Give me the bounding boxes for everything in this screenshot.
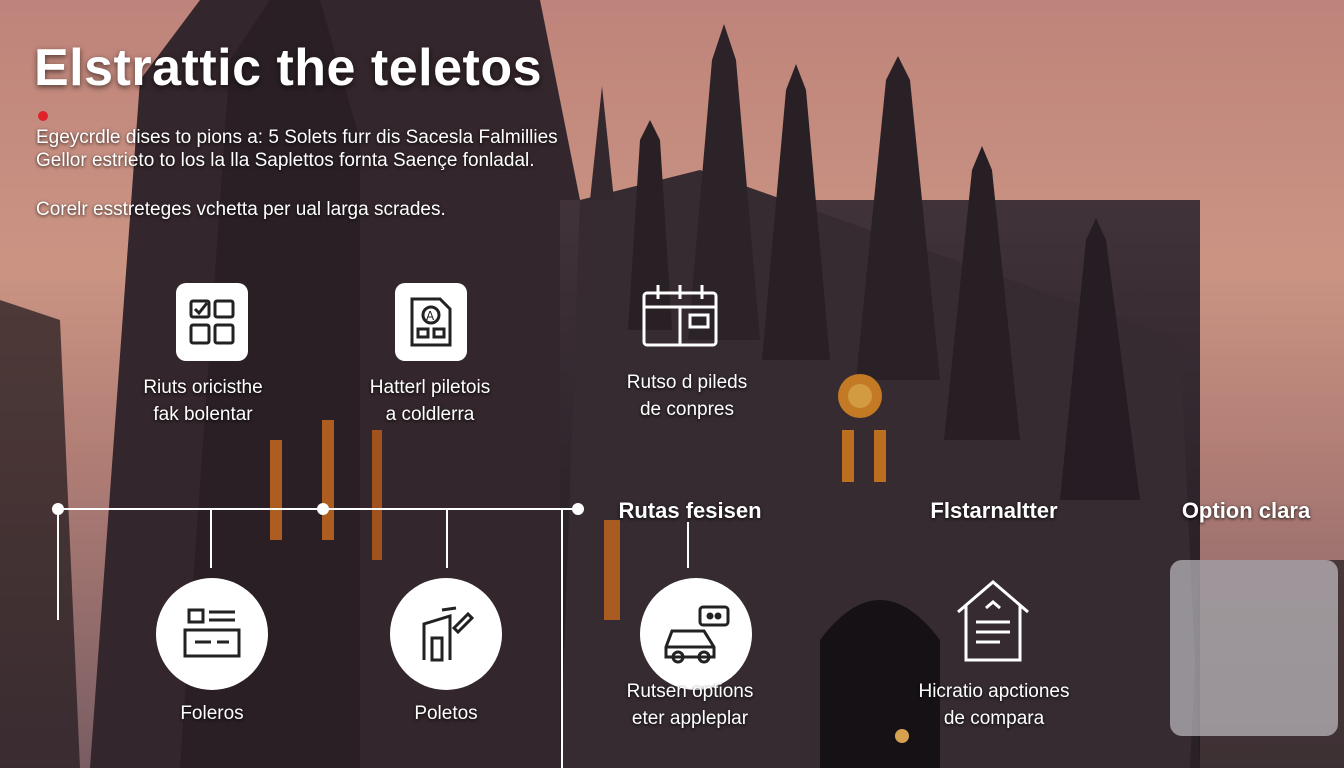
bottom-label-4: Hicratio apctiones de compara <box>918 678 1069 732</box>
subtitle-line-1: Egeycrdle dises to pions a: 5 Solets fur… <box>36 127 558 148</box>
document-a-icon[interactable]: A <box>395 283 467 361</box>
house-document-icon[interactable] <box>954 576 1032 664</box>
subtitle-line-2: Gellor estrieto to los la lla Saplettos … <box>36 150 535 171</box>
feature-label-1-line1: Riuts oricisthe <box>143 377 263 398</box>
heading-flstarnaltter: Flstarnaltter <box>930 498 1058 523</box>
svg-text:A: A <box>426 309 435 323</box>
heading-rutas: Rutas fesisen <box>618 498 762 523</box>
bottom-label-2: Poletos <box>414 700 477 727</box>
bottom-label-3-line2: eter appleplar <box>631 708 749 729</box>
feature-label-3: Rutso d pileds de conpres <box>627 369 747 423</box>
option-clara-card[interactable] <box>1170 560 1338 736</box>
bottom-label-1: Foleros <box>180 700 243 727</box>
calendar-icon[interactable] <box>640 283 720 349</box>
bottom-label-3: Rutsen options eter appleplar <box>627 678 754 732</box>
feature-label-1: Riuts oricisthe fak bolentar <box>143 374 262 428</box>
bottom-label-2-line1: Poletos <box>414 703 478 724</box>
feature-label-2-line1: Hatterl piletois <box>369 377 491 398</box>
bottom-label-4-line1: Hicratio apctiones <box>918 681 1070 702</box>
tray-list-icon[interactable] <box>156 578 268 690</box>
bottom-label-3-line1: Rutsen options <box>626 681 754 702</box>
heading-option-clara: Option clara <box>1181 498 1311 523</box>
bottom-label-1-line1: Foleros <box>180 703 244 724</box>
subtitle-line-3: Corelr esstreteges vchetta per ual larga… <box>36 199 446 220</box>
building-pencil-icon[interactable] <box>390 578 502 690</box>
feature-label-3-line1: Rutso d pileds <box>626 372 748 393</box>
page-title: Elstrattic the teletos <box>34 39 543 97</box>
feature-label-3-line2: de conpres <box>639 399 734 420</box>
car-chat-icon[interactable] <box>640 578 752 690</box>
checklist-grid-icon[interactable] <box>176 283 248 361</box>
bottom-label-4-line2: de compara <box>943 708 1045 729</box>
feature-label-2-line2: a coldlerra <box>385 404 475 425</box>
feature-label-2: Hatterl piletois a coldlerra <box>370 374 490 428</box>
feature-label-1-line2: fak bolentar <box>153 404 253 425</box>
red-dot-marker <box>38 111 48 121</box>
